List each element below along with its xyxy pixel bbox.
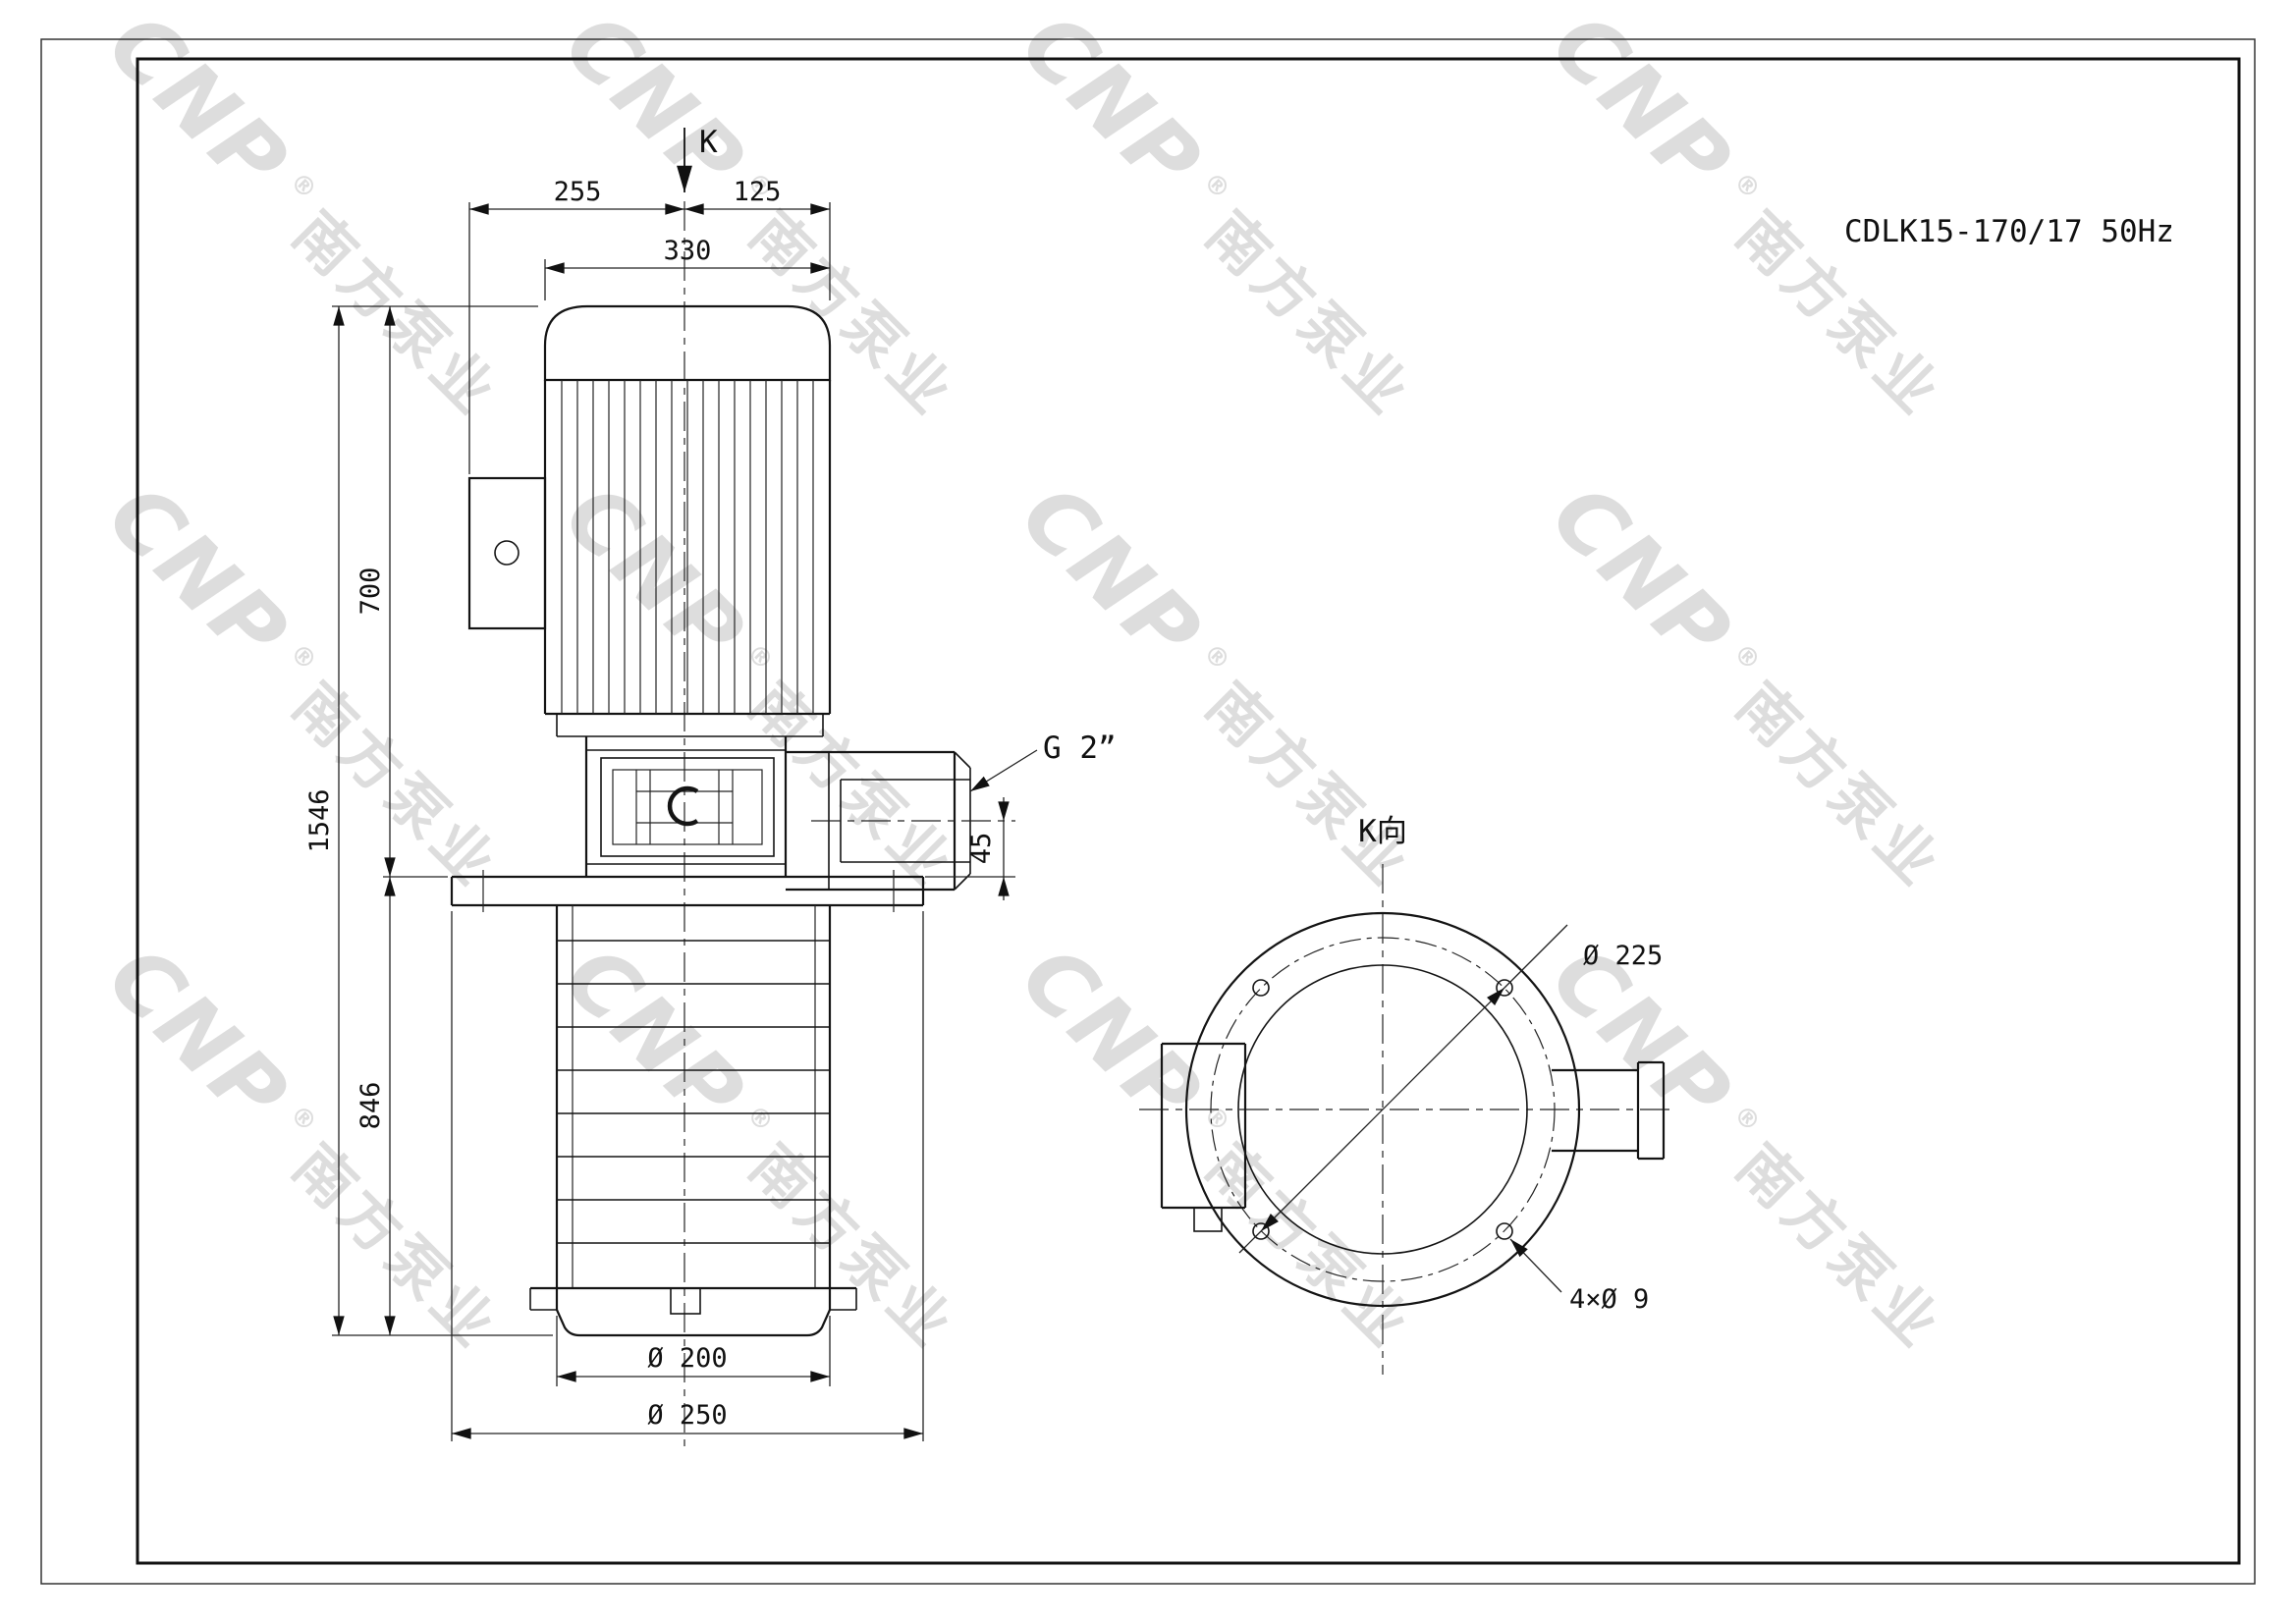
k-view-label: K — [699, 125, 718, 160]
drawing-title: CDLK15-170/17 50Hz — [1844, 214, 2174, 249]
suction-bell — [529, 1286, 857, 1337]
drawing-frame — [40, 38, 2256, 1585]
dim-bolt-holes-label: 4×Ø 9 — [1569, 1284, 1649, 1315]
thread-size-label: G 2” — [1043, 730, 1117, 766]
pump-stage-sleeve — [555, 905, 832, 1310]
flange-outer-circle — [1184, 911, 1581, 1308]
cable-gland-icon — [494, 540, 519, 566]
dim-d250-label: Ø 250 — [647, 1400, 727, 1431]
dim-d225-label: Ø 225 — [1583, 941, 1663, 971]
dim-330-label: 330 — [664, 236, 712, 266]
top-view-dimensions: Ø 225 4×Ø 9 — [1238, 924, 1663, 1315]
discharge-port — [786, 750, 1015, 892]
terminal-box-top-view — [1160, 1042, 1247, 1232]
dim-700-label: 700 — [355, 568, 386, 616]
motor-cooling-fins — [561, 380, 814, 714]
motor-body — [543, 380, 832, 737]
thread-leader-line — [969, 749, 1038, 792]
side-view-dimensions: K 255 125 330 1546 700 846 — [304, 125, 1117, 1441]
dim-125-label: 125 — [734, 177, 782, 207]
dim-255-label: 255 — [554, 177, 602, 207]
bolt-circle — [1210, 937, 1556, 1282]
pump-head-coupling — [584, 736, 788, 877]
dim-1546-label: 1546 — [304, 788, 335, 852]
dim-45-label: 45 — [966, 833, 997, 865]
bolt-hole-leader-line — [1509, 1238, 1562, 1293]
coupling-clamp-icon — [667, 785, 699, 827]
motor-fan-cover — [543, 304, 832, 382]
dim-846-label: 846 — [355, 1082, 386, 1130]
flange-inner-circle — [1237, 964, 1528, 1255]
dim-d200-label: Ø 200 — [647, 1343, 727, 1374]
k-direction-view-label: K向 — [1358, 814, 1407, 849]
discharge-port-top-view — [1552, 1060, 1666, 1161]
mounting-base-plate — [450, 870, 925, 912]
top-view: K向 — [1139, 814, 1674, 1375]
motor-terminal-box — [467, 476, 547, 630]
side-view — [450, 201, 1015, 1451]
suction-plug — [670, 1287, 701, 1315]
